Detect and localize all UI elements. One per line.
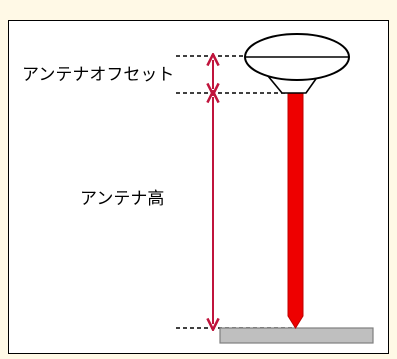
antenna-pole bbox=[287, 92, 304, 329]
ground-plate bbox=[219, 327, 374, 344]
antenna-offset-label: アンテナオフセット bbox=[22, 65, 174, 85]
antenna-height-label: アンテナ高 bbox=[80, 189, 164, 209]
